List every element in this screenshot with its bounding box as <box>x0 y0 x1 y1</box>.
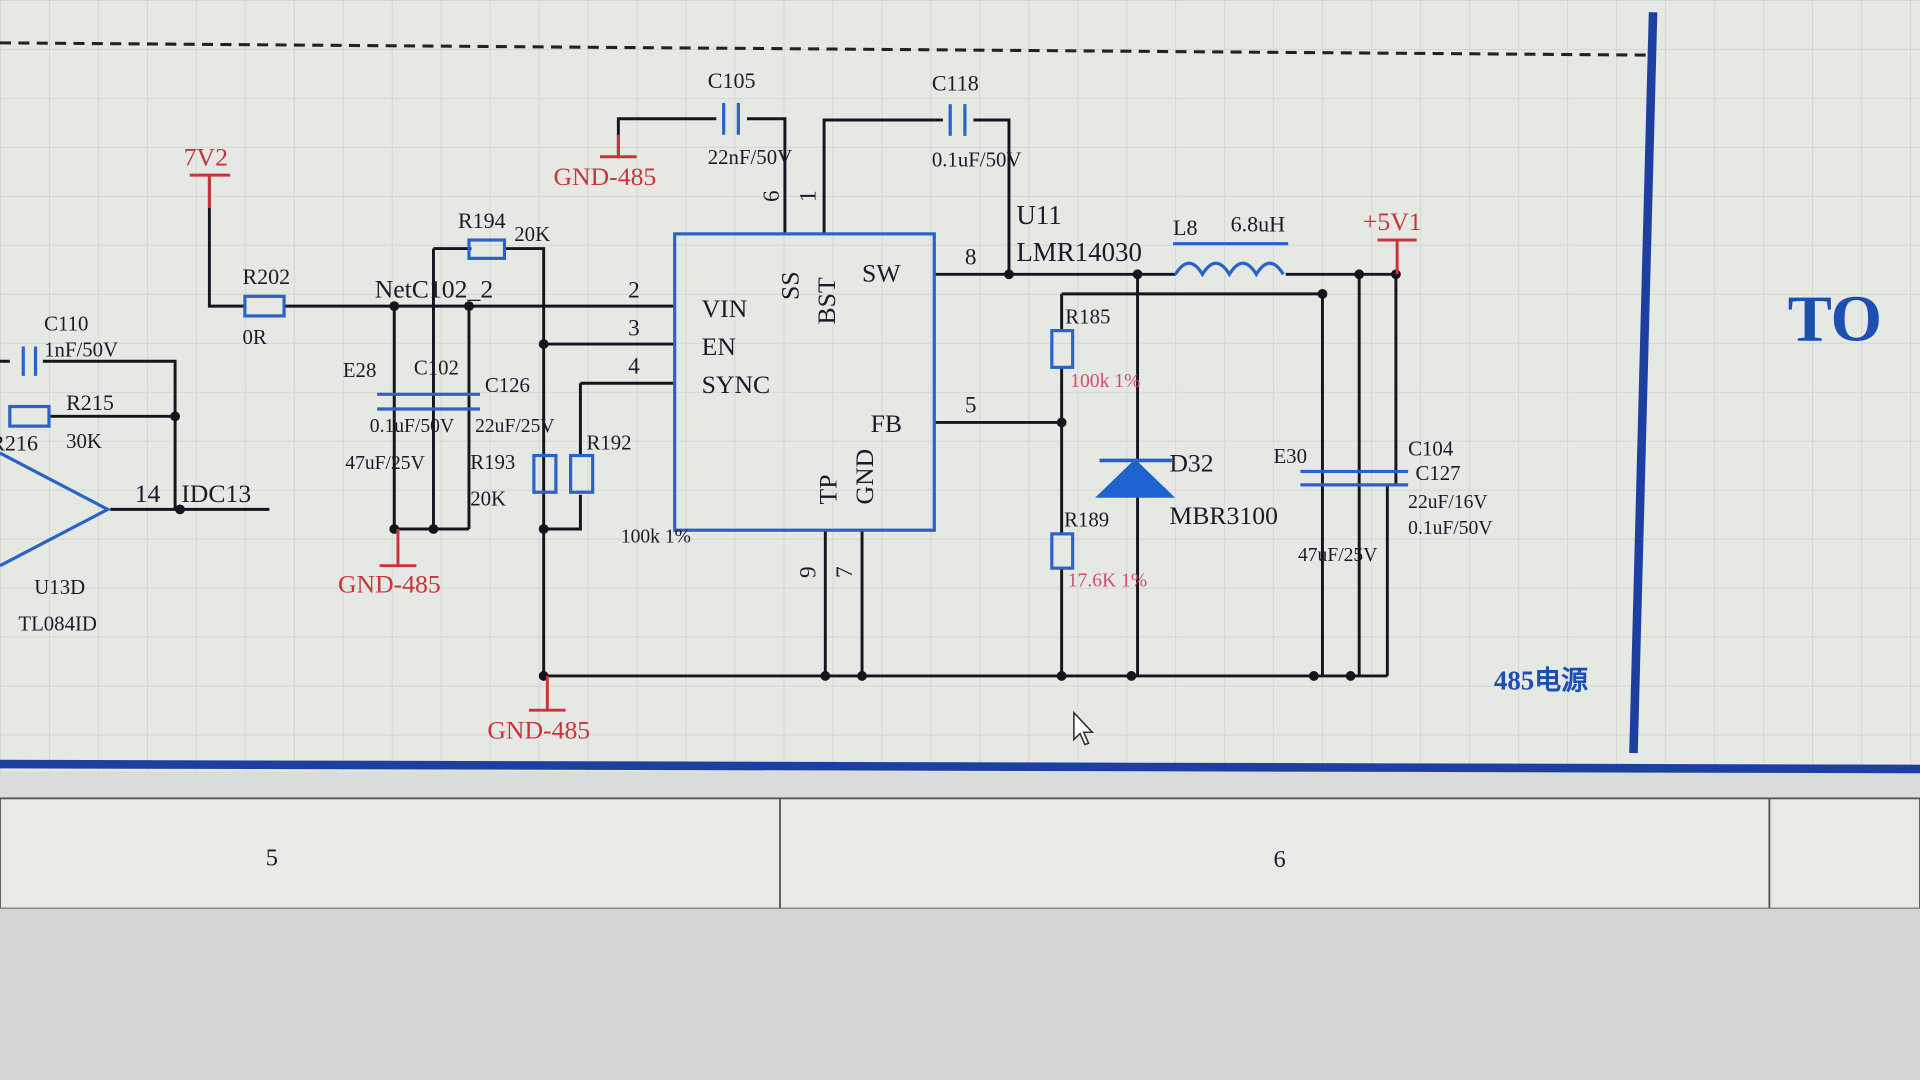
title-block-col-5: 5 <box>266 845 278 872</box>
gnd-port-left <box>379 528 417 568</box>
u13d-ref: U13D <box>34 575 85 599</box>
gnd-label-bottom: GND-485 <box>487 715 590 744</box>
mouse-cursor-icon <box>1073 710 1095 746</box>
pin-ss: SS <box>775 271 804 300</box>
e30-value: 47uF/25V <box>1298 545 1377 566</box>
gnd-label-left: GND-485 <box>338 570 441 599</box>
sheet-frame-bottom <box>0 759 1920 774</box>
r193-ref: R193 <box>470 450 515 474</box>
pin-num: 1 <box>796 190 822 202</box>
pin-num: 8 <box>965 244 977 270</box>
capacitor-e28-c102-c126[interactable] <box>377 392 480 411</box>
c118-value: 0.1uF/50V <box>932 148 1022 172</box>
c127-value: 0.1uF/50V <box>1408 518 1492 539</box>
capacitor-c118[interactable] <box>948 104 967 136</box>
offpage-text: TO <box>1788 282 1882 355</box>
opamp-u13d[interactable] <box>0 451 112 568</box>
r202-ref: R202 <box>242 264 290 289</box>
power-label-5v1: +5V1 <box>1363 207 1422 236</box>
title-block <box>0 797 1920 910</box>
r185-value: 100k 1% <box>1070 371 1140 392</box>
pin-sync: SYNC <box>702 370 771 399</box>
c110-ref: C110 <box>44 312 88 336</box>
pin-num: 6 <box>759 190 785 202</box>
c127-ref: C127 <box>1416 461 1461 485</box>
d32-ref: D32 <box>1169 448 1213 477</box>
sheet-title: 485电源 <box>1494 665 1588 695</box>
net-idc13: IDC13 <box>181 479 251 508</box>
pin-num: 3 <box>628 316 640 342</box>
pin-num: 9 <box>796 566 822 578</box>
c102-value: 0.1uF/50V <box>370 416 454 437</box>
r202-value: 0R <box>242 325 266 349</box>
r189-value: 17.6K 1% <box>1068 571 1147 592</box>
e30-ref: E30 <box>1273 444 1307 468</box>
c102-ref: C102 <box>414 356 459 380</box>
l8-value: 6.8uH <box>1231 211 1286 236</box>
resistor-r202[interactable] <box>243 294 286 318</box>
c110-value: 1nF/50V <box>44 337 118 361</box>
c104-value: 22uF/16V <box>1408 492 1487 513</box>
c105-value: 22nF/50V <box>708 145 792 169</box>
gnd-port-bottom <box>528 675 566 712</box>
c105-ref: C105 <box>708 68 756 93</box>
u13d-part: TL084ID <box>18 612 97 636</box>
c126-value: 22uF/25V <box>475 416 554 437</box>
r216-ref: R216 <box>0 431 38 456</box>
resistor-r192[interactable] <box>569 453 595 494</box>
capacitor-c105[interactable] <box>722 102 740 135</box>
pin-num: 4 <box>628 353 640 379</box>
power-port-7v2 <box>189 173 231 209</box>
u11-part: LMR14030 <box>1016 237 1142 267</box>
capacitor-c110[interactable] <box>21 346 38 376</box>
power-label-7v2: 7V2 <box>184 142 228 171</box>
r185-ref: R185 <box>1065 304 1110 328</box>
pin-en: EN <box>702 332 736 361</box>
u11-ref: U11 <box>1016 200 1061 230</box>
r215-value: 30K <box>66 429 102 453</box>
r192-value: 100k 1% <box>621 526 691 547</box>
desk-area <box>0 908 1920 1080</box>
gnd-port-top <box>600 134 637 159</box>
r192-ref: R192 <box>587 430 632 454</box>
grid <box>0 0 1920 772</box>
c126-ref: C126 <box>485 373 530 397</box>
pin-num: 5 <box>965 393 977 419</box>
pin-num: 2 <box>628 278 640 304</box>
pin-bst: BST <box>812 277 841 324</box>
sheet-frame-right <box>1629 12 1658 754</box>
pin-sw: SW <box>862 259 901 288</box>
pin-14: 14 <box>135 479 161 508</box>
r189-ref: R189 <box>1064 508 1109 532</box>
resistor-r194[interactable] <box>467 238 507 260</box>
resistor-r215[interactable] <box>8 404 51 428</box>
e28-ref: E28 <box>343 358 377 382</box>
net-label: NetC102_2 <box>375 275 494 304</box>
e28-value: 47uF/25V <box>345 453 424 474</box>
gnd-label-top: GND-485 <box>553 162 656 191</box>
title-block-col-6: 6 <box>1273 846 1285 873</box>
pin-fb: FB <box>871 409 902 438</box>
r215-ref: R215 <box>66 390 114 415</box>
pin-tp: TP <box>813 474 842 504</box>
diode-d32[interactable] <box>1095 458 1176 498</box>
pin-num: 7 <box>832 566 858 578</box>
l8-ref: L8 <box>1173 215 1197 240</box>
r194-ref: R194 <box>458 208 506 233</box>
ic-u11[interactable] <box>673 232 936 532</box>
r193-value: 20K <box>470 487 506 511</box>
inductor-l8[interactable] <box>1173 242 1289 278</box>
capacitor-output-bank[interactable] <box>1300 469 1409 487</box>
resistor-r189[interactable] <box>1050 532 1075 570</box>
pin-gnd: GND <box>850 449 879 505</box>
pin-vin: VIN <box>702 294 748 323</box>
r194-value: 20K <box>514 222 550 246</box>
power-port-5v1 <box>1377 238 1417 275</box>
c118-ref: C118 <box>932 71 979 96</box>
c104-ref: C104 <box>1408 437 1454 461</box>
resistor-r193[interactable] <box>532 453 558 494</box>
resistor-r185[interactable] <box>1050 329 1075 369</box>
d32-part: MBR3100 <box>1169 501 1278 530</box>
